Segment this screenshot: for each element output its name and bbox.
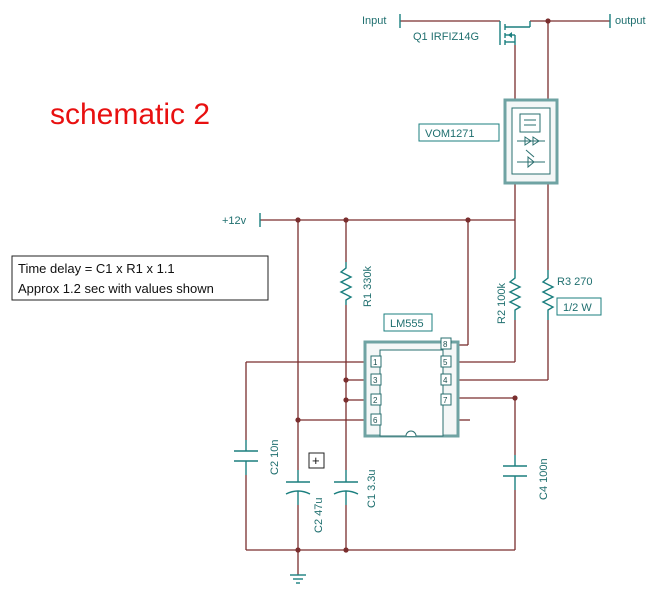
c2-10n-label: C2 10n (269, 440, 281, 475)
c2-47u-capacitor: + C2 47u (285, 452, 325, 533)
ic-pin-left-4: 6 (373, 416, 378, 425)
ic-pin-left-1: 1 (373, 358, 378, 367)
r2-label: R2 100k (496, 283, 508, 324)
c2-47u-label: C2 47u (313, 498, 325, 533)
c2-polarity-mark: + (312, 453, 320, 468)
ic-pin-left-3: 2 (373, 396, 378, 405)
vom1271-optocoupler: VOM1271 (418, 98, 559, 185)
timing-note: Time delay = C1 x R1 x 1.1 Approx 1.2 se… (11, 255, 269, 301)
q1-mosfet: Q1 IRFIZ14G (413, 21, 531, 45)
c1-capacitor: C1 3.3u (333, 469, 378, 508)
lm555-label: LM555 (390, 318, 424, 330)
r2-resistor: R2 100k (496, 270, 522, 324)
output-port: output (609, 14, 646, 28)
ic-pin-right-4: 7 (443, 396, 448, 405)
r3-label: R3 270 (557, 276, 592, 288)
schematic-title: schematic 2 (50, 98, 210, 131)
r1-resistor: R1 330k (339, 262, 374, 307)
r3-resistor: R3 270 1/2 W (541, 270, 602, 320)
r1-label: R1 330k (362, 266, 374, 307)
note-line-1: Time delay = C1 x R1 x 1.1 (18, 261, 175, 276)
junctions (295, 18, 551, 553)
c4-label: C4 100n (538, 458, 550, 500)
supply-port: +12v (222, 213, 261, 227)
r3-power-label: 1/2 W (563, 302, 592, 314)
ic-pin-right-2: 5 (443, 358, 448, 367)
wires (245, 20, 610, 575)
lm555-timer: LM555 1 3 2 6 8 5 4 7 (363, 313, 460, 438)
note-line-2: Approx 1.2 sec with values shown (18, 281, 214, 296)
c4-capacitor: C4 100n (503, 455, 550, 500)
q1-label: Q1 IRFIZ14G (413, 31, 479, 43)
ic-pin-right-1: 8 (443, 340, 448, 349)
ground-icon (290, 574, 306, 584)
ic-pin-right-3: 4 (443, 376, 448, 385)
c2-10n-capacitor: C2 10n (234, 440, 281, 475)
input-label: Input (362, 15, 386, 27)
output-label: output (615, 15, 646, 27)
supply-label: +12v (222, 215, 247, 227)
ic-pin-left-2: 3 (373, 376, 378, 385)
vom1271-label: VOM1271 (425, 128, 475, 140)
input-port: Input (362, 14, 401, 28)
c1-label: C1 3.3u (366, 469, 378, 508)
